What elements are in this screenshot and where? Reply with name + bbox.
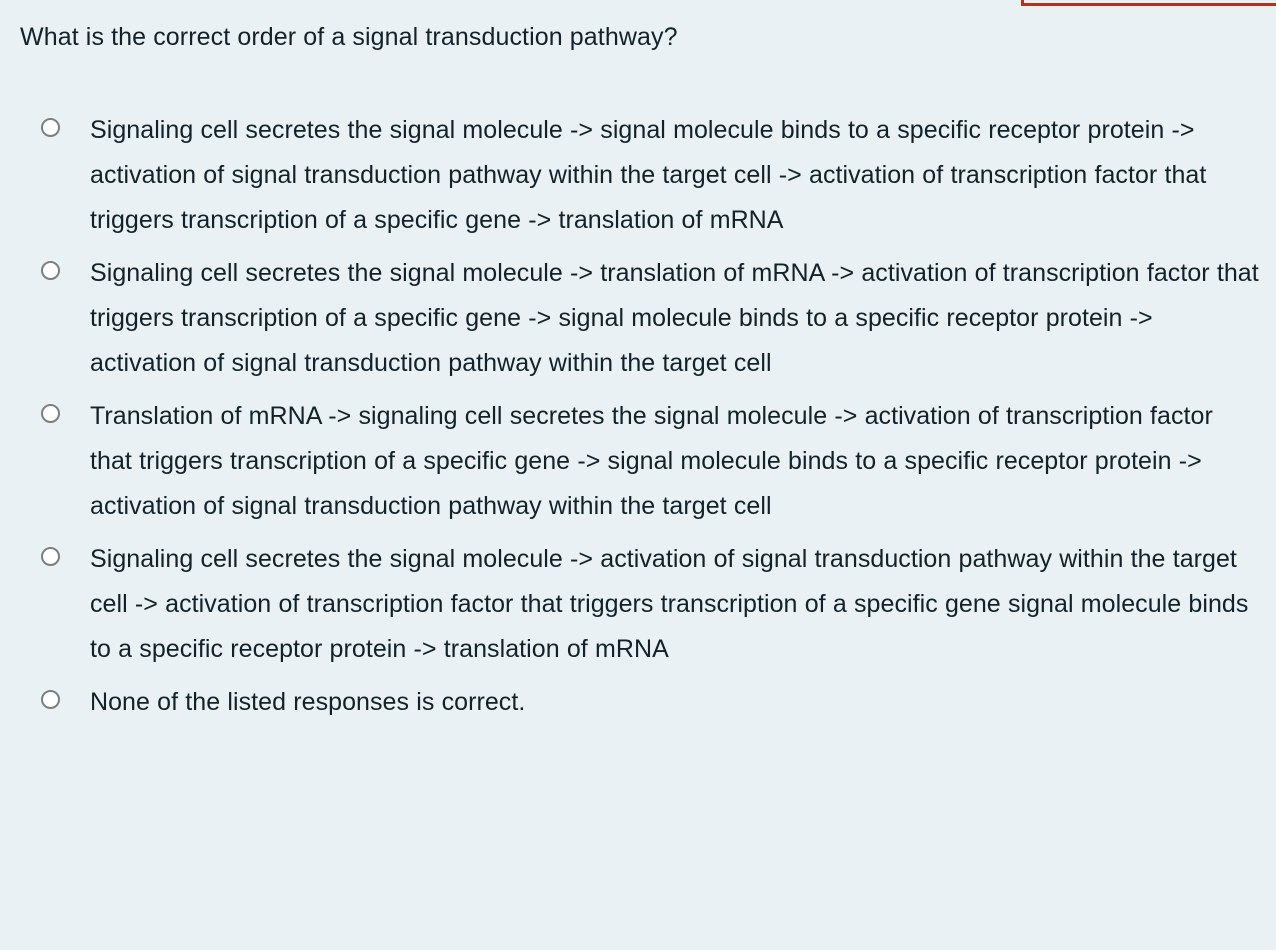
clipped-red-panel bbox=[1021, 0, 1276, 6]
radio-wrap-e[interactable] bbox=[20, 680, 72, 709]
answer-option-label[interactable]: Signaling cell secretes the signal molec… bbox=[90, 545, 1256, 663]
question-stem: What is the correct order of a signal tr… bbox=[20, 23, 678, 51]
radio-button-icon[interactable] bbox=[41, 404, 60, 423]
answer-option-d[interactable]: Signaling cell secretes the signal molec… bbox=[20, 537, 1260, 672]
radio-wrap-d[interactable] bbox=[20, 537, 72, 566]
answer-option-a[interactable]: Signaling cell secretes the signal molec… bbox=[20, 108, 1260, 243]
answer-option-label[interactable]: Translation of mRNA -> signaling cell se… bbox=[90, 402, 1221, 520]
radio-wrap-a[interactable] bbox=[20, 108, 72, 137]
answer-options-list: Signaling cell secretes the signal molec… bbox=[20, 108, 1260, 733]
radio-button-icon[interactable] bbox=[41, 547, 60, 566]
answer-option-e[interactable]: None of the listed responses is correct. bbox=[20, 680, 1260, 725]
radio-button-icon[interactable] bbox=[41, 690, 60, 709]
answer-option-b[interactable]: Signaling cell secretes the signal molec… bbox=[20, 251, 1260, 386]
radio-button-icon[interactable] bbox=[41, 118, 60, 137]
answer-option-c[interactable]: Translation of mRNA -> signaling cell se… bbox=[20, 394, 1260, 529]
answer-option-label[interactable]: Signaling cell secretes the signal molec… bbox=[90, 116, 1214, 234]
answer-option-label[interactable]: None of the listed responses is correct. bbox=[90, 688, 526, 716]
radio-wrap-c[interactable] bbox=[20, 394, 72, 423]
radio-wrap-b[interactable] bbox=[20, 251, 72, 280]
radio-button-icon[interactable] bbox=[41, 261, 60, 280]
answer-option-label[interactable]: Signaling cell secretes the signal molec… bbox=[90, 259, 1266, 377]
